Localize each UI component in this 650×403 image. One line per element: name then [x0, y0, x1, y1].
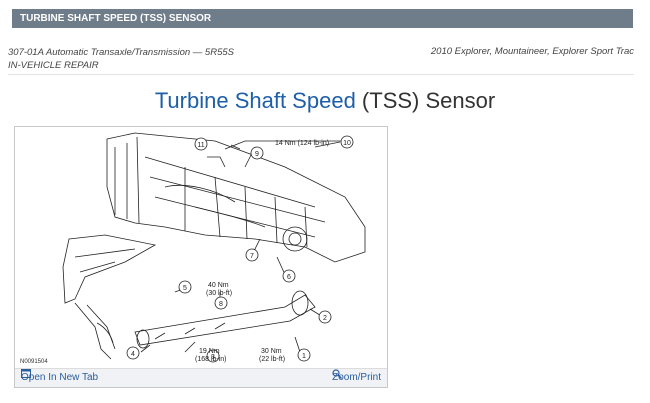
- callout-3: 3: [211, 354, 215, 361]
- exploded-view-figure[interactable]: 11 9 10 7 6 5 8 2 4 3 1 14 Nm (124 lb-in…: [14, 126, 388, 388]
- torque-40nm-lbft: (30 lb-ft): [206, 290, 232, 297]
- callout-2: 2: [323, 315, 327, 322]
- procedure-meta: 307-01A Automatic Transaxle/Transmission…: [8, 46, 234, 72]
- callout-7: 7: [250, 253, 254, 260]
- magnifier-icon: [332, 369, 343, 379]
- subsection-name: IN-VEHICLE REPAIR: [8, 60, 99, 71]
- callout-9: 9: [255, 151, 259, 158]
- open-new-tab-label: Open In New Tab: [21, 372, 99, 383]
- vehicle-applicability: 2010 Explorer, Mountaineer, Explorer Spo…: [430, 46, 634, 57]
- callout-1: 1: [302, 353, 306, 360]
- transmission-diagram: 11 9 10 7 6 5 8 2 4 3 1 14 Nm (124 lb-in…: [62, 132, 366, 363]
- callout-4: 4: [131, 351, 135, 358]
- new-tab-icon: [21, 369, 31, 378]
- procedure-heading: Turbine Shaft Speed (TSS) Sensor: [0, 88, 650, 114]
- heading-accent: Turbine Shaft Speed: [154, 88, 356, 113]
- callout-10: 10: [343, 140, 351, 147]
- figure-toolbar: Open In New Tab Zoom/Print: [15, 368, 387, 387]
- torque-40nm: 40 Nm: [208, 282, 229, 289]
- torque-19nm: 19 Nm: [199, 348, 220, 355]
- callout-11: 11: [197, 142, 204, 149]
- divider: [8, 74, 634, 75]
- page-title: TURBINE SHAFT SPEED (TSS) SENSOR: [20, 13, 212, 24]
- torque-30nm-lbft: (22 lb-ft): [259, 356, 285, 363]
- callout-8: 8: [219, 301, 223, 308]
- callout-5: 5: [183, 285, 187, 292]
- heading-rest: (TSS) Sensor: [355, 88, 496, 113]
- torque-14nm: 14 Nm (124 lb-in): [275, 140, 329, 147]
- figure-code: N0091504: [20, 359, 48, 365]
- zoom-print-link[interactable]: Zoom/Print: [332, 369, 381, 387]
- page-title-bar: TURBINE SHAFT SPEED (TSS) SENSOR: [12, 9, 633, 28]
- torque-19nm-lbin: (168 lb-in): [195, 356, 227, 363]
- section-name: 307-01A Automatic Transaxle/Transmission…: [8, 47, 234, 58]
- callout-6: 6: [287, 274, 291, 281]
- open-new-tab-link[interactable]: Open In New Tab: [21, 369, 98, 387]
- zoom-print-label: Zoom/Print: [332, 372, 381, 383]
- torque-30nm: 30 Nm: [261, 348, 282, 355]
